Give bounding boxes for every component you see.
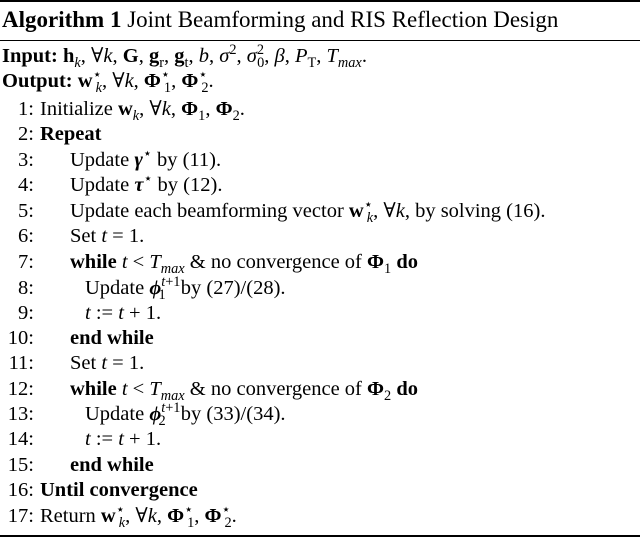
input-keyword: Input: — [2, 45, 58, 67]
step-text: Update — [85, 403, 145, 425]
step-math: w⋆k, ∀k, — [348, 197, 410, 227]
top-rule — [0, 0, 640, 2]
end-while-keyword: end while — [70, 454, 154, 476]
step-number: 11: — [8, 352, 34, 374]
output-keyword: Output: — [2, 70, 73, 92]
step-text: & no convergence of — [189, 378, 362, 400]
step-text: & no convergence of — [189, 251, 362, 273]
do-keyword: do — [396, 251, 418, 273]
output-params: w⋆k, ∀k, Φ⋆1, Φ⋆2. — [77, 67, 214, 97]
end-while-keyword: end while — [70, 327, 154, 349]
input-params: hk, ∀k, G, gr, gt, b, σ2, σ20, β, PT, Tm… — [62, 42, 367, 72]
step-math: t < Tmax — [121, 251, 185, 278]
caption-rule — [0, 40, 640, 41]
step-text: Update each beamforming vector — [70, 200, 344, 222]
step-number: 17: — [7, 505, 34, 527]
step-number: 13: — [7, 403, 34, 425]
step-number: 6: — [18, 225, 34, 247]
step-ref: by (27)/(28). — [180, 277, 286, 299]
while-keyword: while — [70, 251, 117, 273]
step-text: Update — [70, 174, 130, 196]
step-number: 2: — [18, 123, 34, 145]
step-number: 4: — [18, 174, 34, 196]
step-ref: by (11). — [156, 149, 222, 171]
algorithm-label: Algorithm 1 — [2, 7, 122, 32]
while-keyword: while — [70, 378, 117, 400]
step-ref: by solving (16). — [415, 200, 546, 222]
bottom-rule — [0, 535, 640, 537]
step-math: Φ1 — [367, 251, 392, 278]
step-number: 16: — [7, 479, 34, 501]
step-number: 3: — [18, 149, 34, 171]
step-number: 15: — [7, 454, 34, 476]
step-math: γ⋆ — [134, 146, 152, 171]
step-math: t = 1. — [101, 225, 145, 247]
step-text: Initialize — [40, 98, 113, 120]
until-keyword: Until convergence — [40, 479, 198, 501]
step-number: 10: — [7, 327, 34, 349]
step-math: ϕt+12 — [149, 400, 181, 430]
step-number: 9: — [18, 302, 34, 324]
step-keyword: Repeat — [40, 123, 102, 145]
step-math: w⋆k, ∀k, Φ⋆1, Φ⋆2. — [100, 502, 237, 532]
step-math: Φ2 — [367, 378, 392, 405]
step-number: 7: — [18, 251, 34, 273]
step-number: 12: — [7, 378, 34, 400]
step-math: wk, ∀k, Φ1, Φ2. — [117, 98, 245, 125]
step-text: Update — [70, 149, 130, 171]
step-math: t < Tmax — [121, 378, 185, 405]
step-math: τ⋆ — [134, 171, 153, 196]
do-keyword: do — [396, 378, 418, 400]
step-text: Set — [70, 352, 97, 374]
step-ref: by (12). — [157, 174, 223, 196]
algorithm-title: Joint Beamforming and RIS Reflection Des… — [127, 7, 559, 32]
step-math: t = 1. — [101, 352, 145, 374]
step-number: 8: — [18, 277, 34, 299]
step-number: 14: — [7, 428, 34, 450]
step-text: Update — [85, 277, 145, 299]
step-text: Return — [40, 505, 96, 527]
step-text: Set — [70, 225, 97, 247]
algorithm-caption: Algorithm 1 Joint Beamforming and RIS Re… — [2, 5, 558, 35]
step-math: t := t + 1. — [85, 428, 162, 450]
step-number: 1: — [18, 98, 34, 120]
step-math: ϕt+11 — [149, 274, 181, 304]
step-math: t := t + 1. — [85, 302, 162, 324]
step-ref: by (33)/(34). — [180, 403, 286, 425]
step-number: 5: — [18, 200, 34, 222]
